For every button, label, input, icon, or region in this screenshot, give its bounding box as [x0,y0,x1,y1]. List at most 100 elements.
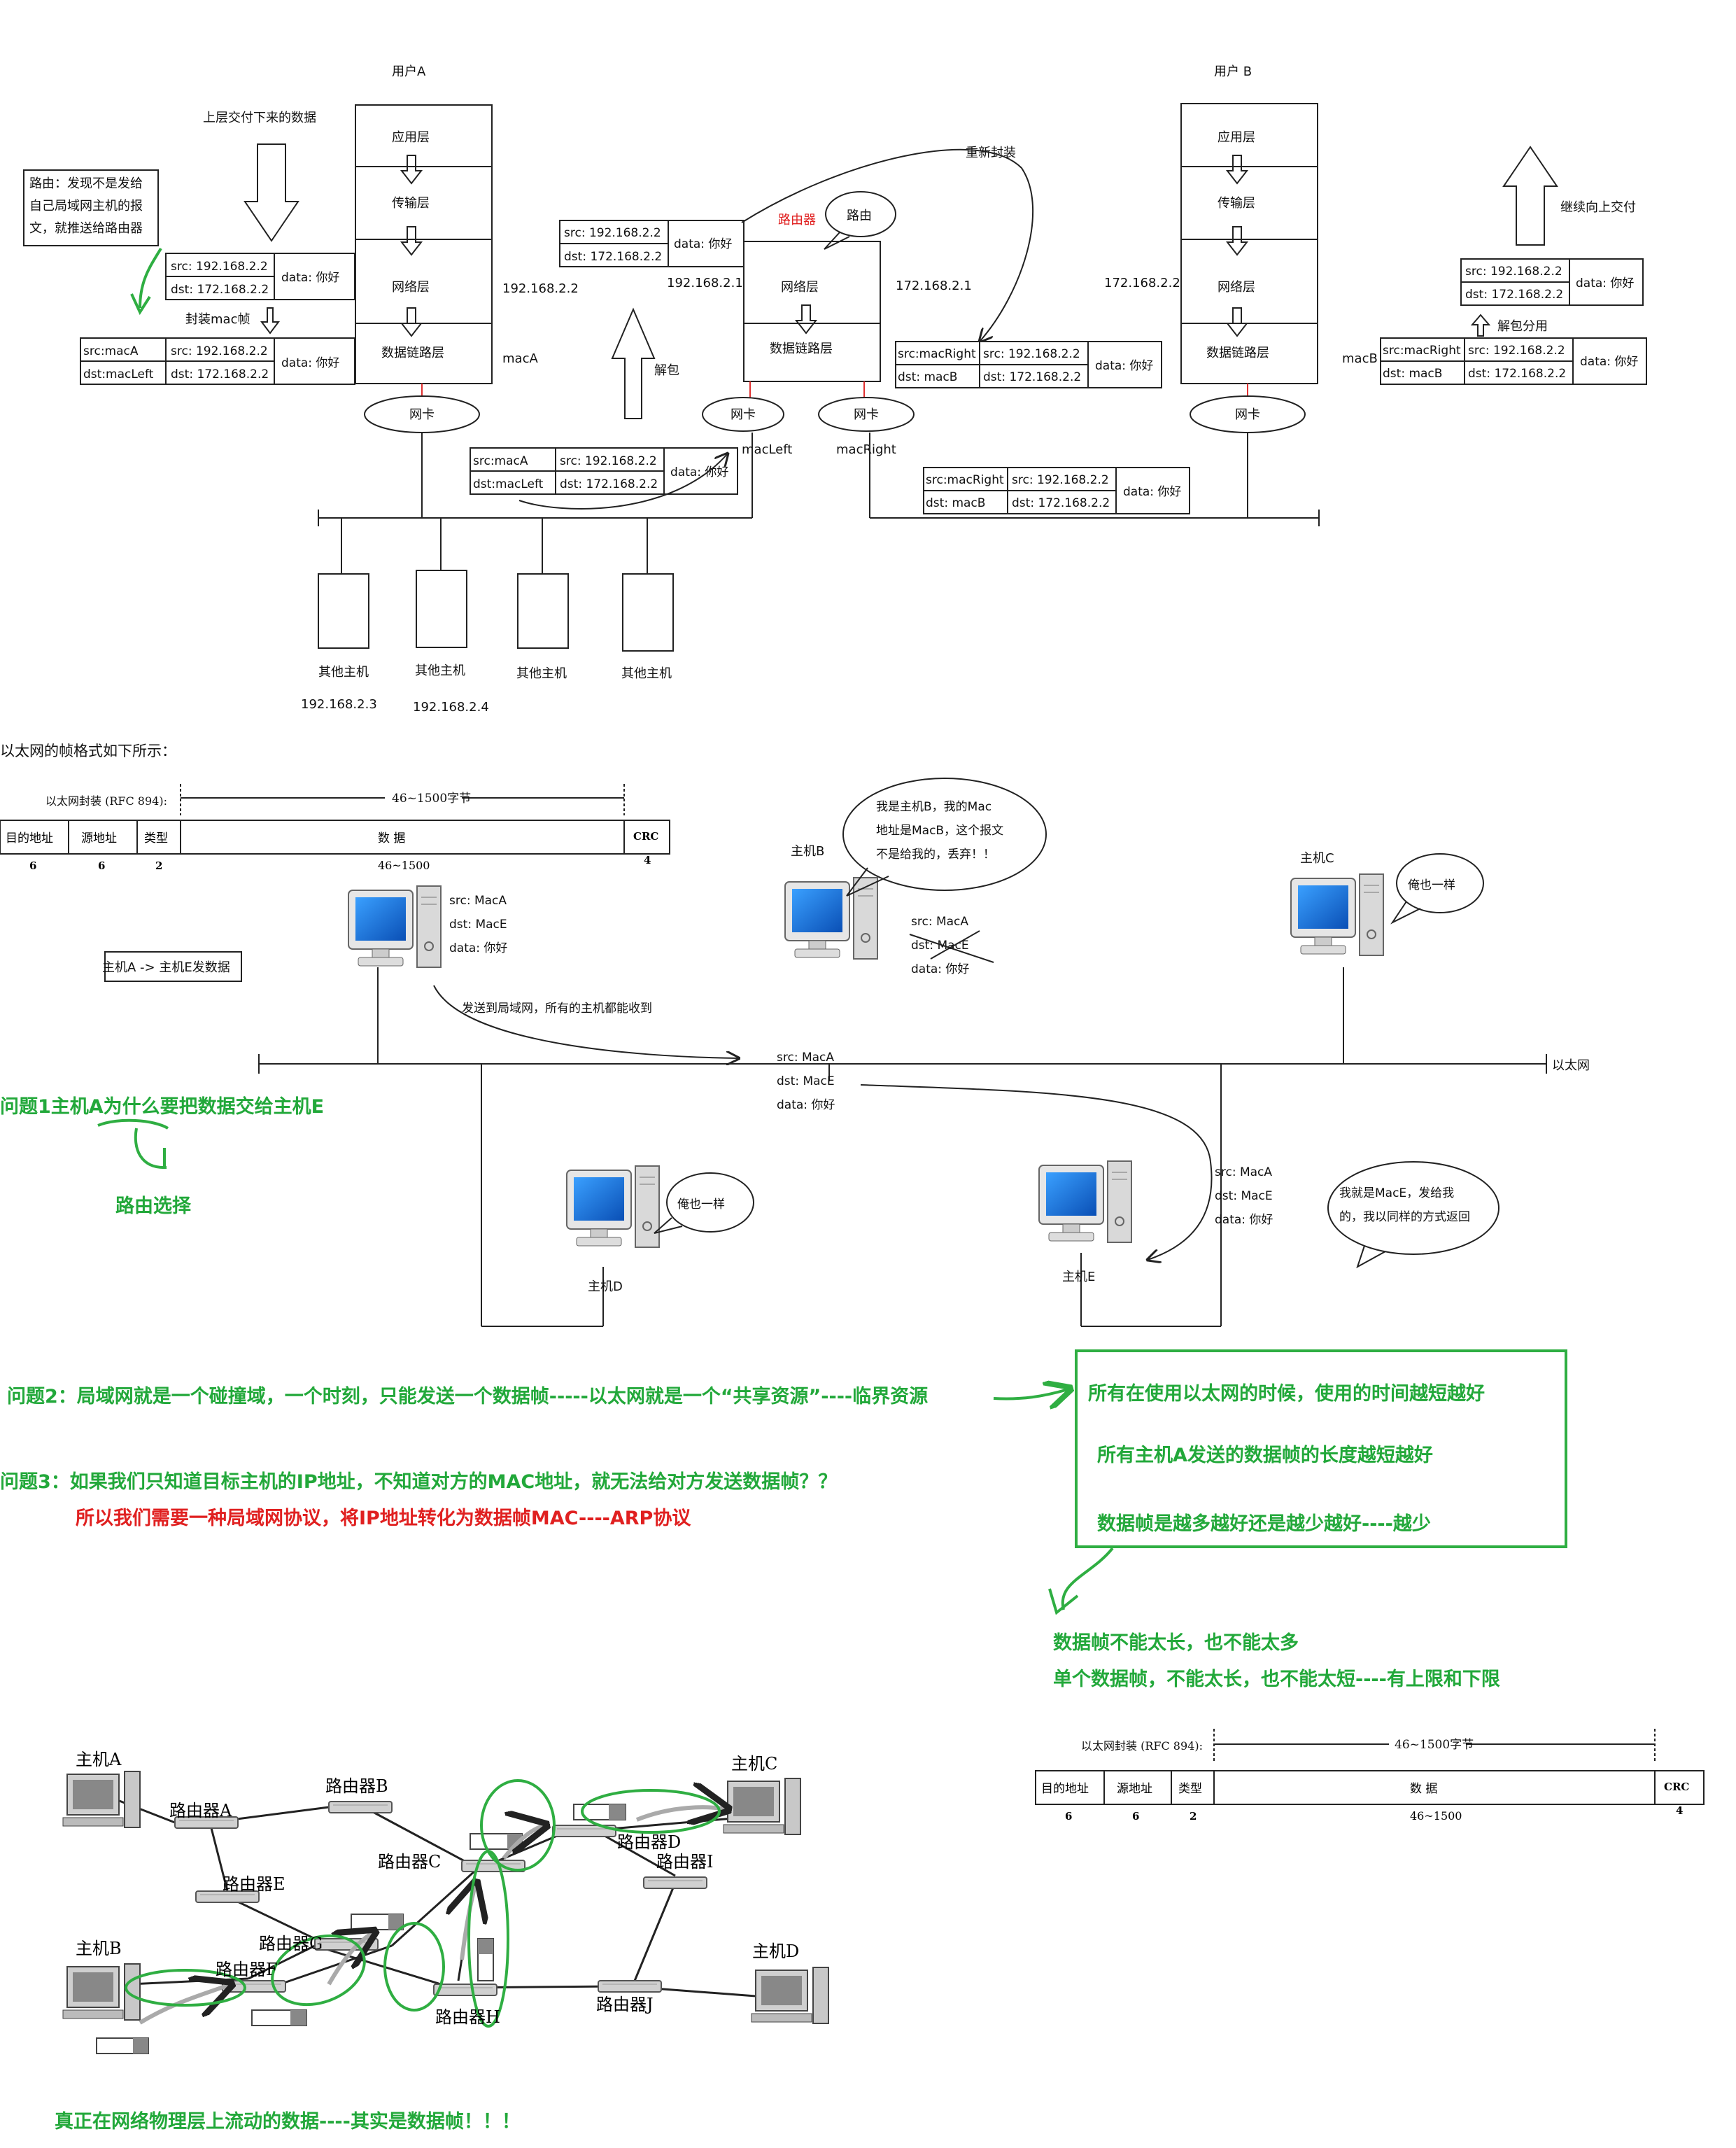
svg-text:6: 6 [29,859,36,872]
packet-b-ip: src: 192.168.2.2 dst: 172.168.2.2 data: … [1460,258,1644,306]
svg-text:dst: macB: dst: macB [926,496,985,510]
host-b-src: src: MacA [911,915,968,929]
nic-router-right: 网卡 [818,397,915,432]
host-e-label: 主机E [1062,1270,1095,1284]
frame-b-mac: src:macRight dst: macB src: 192.168.2.2 … [1380,337,1647,385]
answer-2: 所有主机A发送的数据帧的长度越短越好 [1097,1444,1433,1466]
svg-text:网卡: 网卡 [731,407,756,422]
host-e-computer [1038,1160,1132,1243]
svg-text:src:macRight: src:macRight [1383,344,1461,358]
svg-text:src:macA: src:macA [473,454,528,468]
layer-application: 应用层 [392,130,430,145]
router-label: 路由器 [778,213,816,227]
svg-text:路由器H: 路由器H [435,2007,500,2027]
unpack-arrow [611,307,656,419]
svg-text:src: 192.168.2.2: src: 192.168.2.2 [983,347,1080,361]
svg-text:46~1500字节: 46~1500字节 [1395,1738,1474,1752]
up-arrow [1502,146,1558,246]
svg-text:dst: 172.168.2.2: dst: 172.168.2.2 [983,370,1081,384]
router-protocol-stack: 网络层 数据链路层 [743,241,881,400]
svg-text:其他主机: 其他主机 [516,666,567,681]
svg-text:dst: 172.168.2.2: dst: 172.168.2.2 [1012,496,1110,510]
svg-text:dst: 172.168.2.2: dst: 172.168.2.2 [171,283,269,297]
svg-text:路由器D: 路由器D [617,1832,681,1852]
svg-text:src: 192.168.2.2: src: 192.168.2.2 [171,260,268,274]
svg-text:类型: 类型 [144,831,168,845]
host-d-label: 主机D [588,1279,623,1294]
host-b-data: data: 你好 [911,962,969,976]
answer-box [1075,1349,1567,1548]
svg-text:其他主机: 其他主机 [318,665,369,680]
svg-text:6: 6 [1132,1810,1139,1823]
user-b-label: 用户 B [1214,64,1252,79]
ip-router-right: 172.168.2.1 [896,279,972,293]
layer-transport: 传输层 [392,196,430,211]
svg-text:src:macRight: src:macRight [898,347,976,361]
svg-text:CRC: CRC [633,830,658,843]
limit-2: 单个数据帧，不能太长，也不能太短----有上限和下限 [1053,1668,1500,1690]
down-arrow [244,143,299,242]
svg-text:数 据: 数 据 [378,831,405,845]
svg-text:目的地址: 目的地址 [6,831,53,845]
svg-text:46~1500: 46~1500 [1410,1809,1462,1823]
svg-text:src: 192.168.2.2: src: 192.168.2.2 [1468,344,1565,358]
svg-text:src: 192.168.2.2: src: 192.168.2.2 [1465,265,1562,279]
other-hosts: 其他主机 其他主机 其他主机 其他主机 192.168.2.3 192.168.… [301,570,674,715]
nic-b: 网卡 [1190,384,1306,433]
svg-text:46~1500: 46~1500 [378,859,430,872]
svg-text:类型: 类型 [1178,1782,1202,1796]
host-d-computer [566,1165,660,1248]
q1-hook [134,1128,167,1170]
wire-src: src: MacA [777,1051,834,1065]
svg-text:地址是MacB，这个报文: 地址是MacB，这个报文 [876,824,1003,838]
router-layer-network: 网络层 [781,280,819,295]
encap-mac-label: 封装mac帧 [185,312,250,327]
nic-a: 网卡 [364,384,480,433]
svg-text:dst:macLeft: dst:macLeft [473,477,544,491]
host-a-to-e-label: 主机A -> 主机E发数据 [102,960,230,975]
svg-text:data: 你好: data: 你好 [670,465,728,479]
question-2: 问题2：局域网就是一个碰撞域，一个时刻，只能发送一个数据帧-----以太网就是一… [7,1385,928,1408]
svg-text:主机C: 主机C [731,1754,777,1774]
send-lan-label: 发送到局域网，所有的主机都能收到 [462,1002,652,1016]
limit-1: 数据帧不能太长，也不能太多 [1053,1631,1299,1654]
host-c-label: 主机C [1300,851,1334,866]
svg-text:dst:macLeft: dst:macLeft [83,367,154,381]
ip-a: 192.168.2.2 [502,281,579,296]
layer-datalink: 数据链路层 [381,346,444,360]
svg-text:2: 2 [155,859,162,872]
layer-network: 网络层 [392,280,430,295]
svg-text:主机A: 主机A [76,1750,122,1769]
svg-text:src:macRight: src:macRight [926,473,1004,487]
host-a-computer [348,885,442,968]
svg-text:dst: 172.168.2.2: dst: 172.168.2.2 [1465,288,1563,302]
answer-1: 所有在使用以太网的时候，使用的时间越短越好 [1088,1382,1485,1405]
svg-text:路由器B: 路由器B [325,1776,388,1796]
packet-a-ip: src: 192.168.2.2 dst: 172.168.2.2 data: … [165,253,355,300]
host-a-data: data: 你好 [449,941,507,955]
svg-text:4: 4 [644,854,651,866]
svg-text:源地址: 源地址 [1117,1782,1152,1796]
svg-text:源地址: 源地址 [81,831,117,845]
mac-b: macB [1342,351,1378,366]
svg-text:src: 192.168.2.2: src: 192.168.2.2 [1012,473,1109,487]
svg-text:dst: macB: dst: macB [1383,367,1442,381]
svg-text:以太网封装 (RFC 894):: 以太网封装 (RFC 894): [1081,1739,1203,1753]
host-a-src: src: MacA [449,894,507,908]
svg-text:路由器A: 路由器A [169,1801,232,1820]
svg-text:src: 192.168.2.2: src: 192.168.2.2 [560,454,657,468]
ip-b: 172.168.2.2 [1104,276,1180,290]
svg-text:以太网封装 (RFC 894):: 以太网封装 (RFC 894): [45,794,167,808]
mac-left: macLeft [742,442,792,457]
question-3-answer: 所以我们需要一种局域网协议，将IP地址转化为数据帧MAC----ARP协议 [76,1508,691,1529]
host-b-computer [784,877,878,960]
wire-dst: dst: MacE [777,1074,835,1088]
ethernet-label: 以太网 [1552,1058,1590,1073]
svg-text:data: 你好: data: 你好 [281,356,339,370]
svg-text:data: 你好: data: 你好 [1580,355,1638,369]
svg-text:data: 你好: data: 你好 [1576,276,1634,290]
green-hook [139,247,162,309]
upper-data-label: 上层交付下来的数据 [203,111,316,125]
svg-text:src: 192.168.2.2: src: 192.168.2.2 [171,344,268,358]
svg-text:主机D: 主机D [752,1942,799,1961]
